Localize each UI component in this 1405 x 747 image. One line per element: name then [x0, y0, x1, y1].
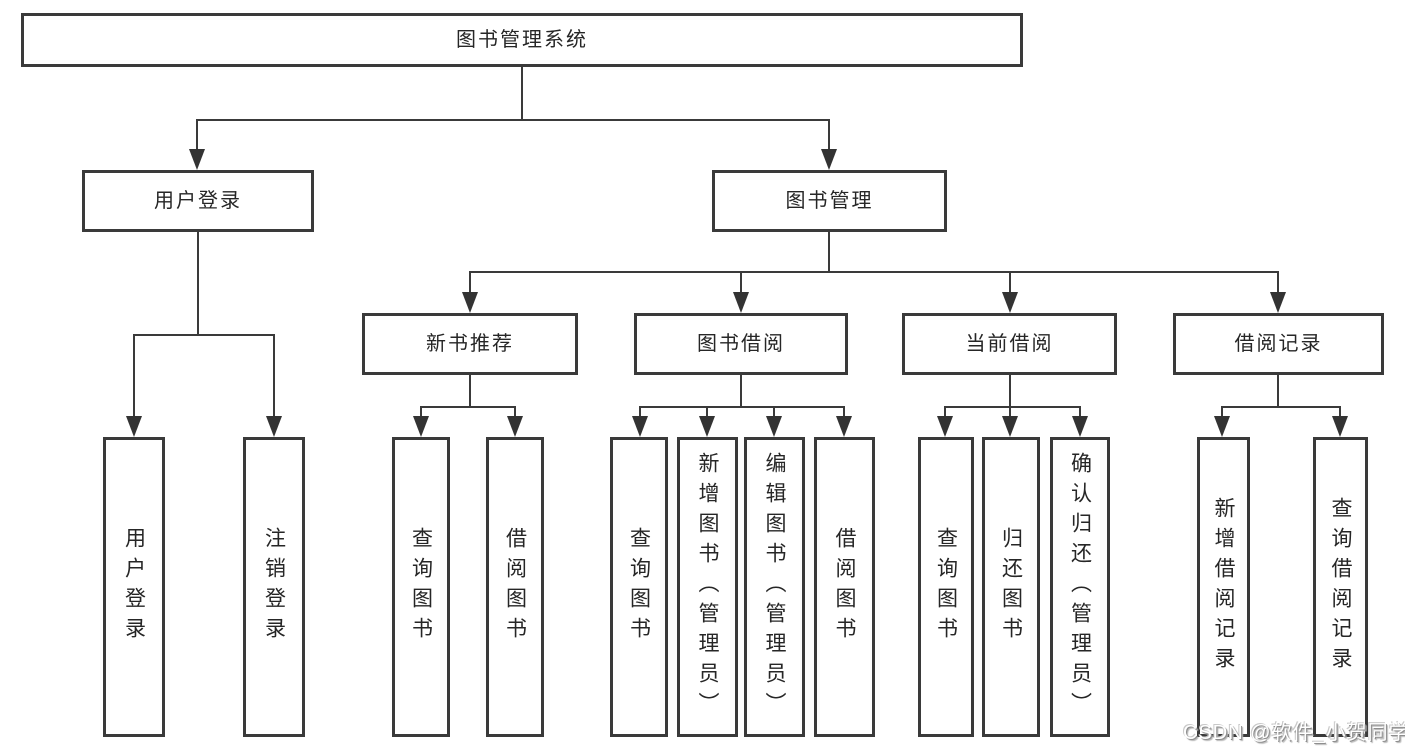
connector-line: [197, 119, 830, 121]
node-book-borrowing: 图书借阅: [634, 313, 848, 375]
arrowhead-icon: [1214, 416, 1230, 437]
connector-line: [740, 375, 742, 408]
node-leaf-borrow-books-2-label: 借阅图书: [833, 527, 856, 647]
arrowhead-icon: [836, 416, 852, 437]
node-borrowing-records: 借阅记录: [1173, 313, 1384, 375]
node-root: 图书管理系统: [21, 13, 1023, 67]
connector-line: [1009, 271, 1011, 295]
connector-line: [1277, 375, 1279, 408]
node-user-login: 用户登录: [82, 170, 314, 232]
connector-line: [1079, 406, 1081, 418]
node-root-label: 图书管理系统: [456, 29, 588, 51]
connector-line: [639, 406, 845, 408]
node-leaf-logout-label: 注销登录: [262, 527, 286, 647]
node-book-management-label: 图书管理: [785, 190, 874, 212]
node-leaf-add-borrow-record: 新增借阅记录: [1197, 437, 1250, 737]
arrowhead-icon: [266, 416, 282, 437]
node-leaf-logout: 注销登录: [243, 437, 305, 737]
connector-line: [521, 66, 523, 120]
arrowhead-icon: [1002, 416, 1018, 437]
node-new-book-recommend-label: 新书推荐: [426, 333, 514, 355]
connector-line: [828, 119, 830, 152]
node-leaf-query-books-3-label: 查询图书: [934, 527, 958, 647]
connector-line: [469, 271, 1279, 273]
connector-line: [740, 271, 742, 295]
node-leaf-return-books-label: 归还图书: [999, 527, 1023, 647]
connector-line: [133, 334, 274, 336]
connector-line: [1339, 406, 1341, 418]
arrowhead-icon: [1002, 292, 1018, 313]
arrowhead-icon: [462, 292, 478, 313]
node-leaf-return-books: 归还图书: [982, 437, 1040, 737]
node-leaf-query-borrow-record-label: 查询借阅记录: [1329, 497, 1352, 677]
arrowhead-icon: [733, 292, 749, 313]
node-leaf-edit-books-admin-label: 编辑图书（管理员）: [763, 452, 786, 722]
connector-line: [273, 334, 275, 418]
node-new-book-recommend: 新书推荐: [362, 313, 578, 375]
node-leaf-user-login: 用户登录: [103, 437, 165, 737]
arrowhead-icon: [1072, 416, 1088, 437]
arrowhead-icon: [821, 149, 837, 170]
connector-line: [1221, 406, 1223, 418]
node-leaf-borrow-books-1-label: 借阅图书: [503, 527, 527, 647]
connector-line: [944, 406, 1081, 408]
node-book-management: 图书管理: [712, 170, 947, 232]
connector-line: [1009, 375, 1011, 408]
connector-line: [420, 406, 422, 418]
connector-line: [514, 406, 516, 418]
arrowhead-icon: [766, 416, 782, 437]
connector-line: [706, 406, 708, 418]
node-book-borrowing-label: 图书借阅: [697, 333, 785, 355]
connector-line: [843, 406, 845, 418]
node-leaf-borrow-books-1: 借阅图书: [486, 437, 544, 737]
node-leaf-add-borrow-record-label: 新增借阅记录: [1212, 497, 1235, 677]
arrowhead-icon: [1332, 416, 1348, 437]
connector-line: [1009, 406, 1011, 418]
arrowhead-icon: [189, 149, 205, 170]
node-leaf-query-books-3: 查询图书: [918, 437, 974, 737]
node-leaf-query-books-1-label: 查询图书: [409, 527, 433, 647]
arrowhead-icon: [413, 416, 429, 437]
node-leaf-borrow-books-2: 借阅图书: [814, 437, 875, 737]
connector-line: [469, 375, 471, 408]
connector-line: [197, 232, 199, 336]
node-current-borrowing-label: 当前借阅: [965, 333, 1054, 355]
arrowhead-icon: [1270, 292, 1286, 313]
node-user-login-label: 用户登录: [154, 190, 242, 212]
node-leaf-confirm-return-admin-label: 确认归还（管理员）: [1068, 452, 1092, 722]
node-leaf-query-books-2-label: 查询图书: [627, 527, 651, 647]
node-leaf-add-books-admin: 新增图书（管理员）: [677, 437, 738, 737]
arrowhead-icon: [507, 416, 523, 437]
node-leaf-query-books-2: 查询图书: [610, 437, 668, 737]
node-leaf-query-books-1: 查询图书: [392, 437, 450, 737]
arrowhead-icon: [126, 416, 142, 437]
connector-line: [1277, 271, 1279, 295]
node-current-borrowing: 当前借阅: [902, 313, 1117, 375]
connector-line: [196, 119, 198, 152]
arrowhead-icon: [632, 416, 648, 437]
node-leaf-add-books-admin-label: 新增图书（管理员）: [696, 452, 719, 722]
connector-line: [828, 232, 830, 273]
connector-line: [639, 406, 641, 418]
connector-line: [133, 334, 135, 418]
arrowhead-icon: [699, 416, 715, 437]
node-leaf-edit-books-admin: 编辑图书（管理员）: [744, 437, 805, 737]
node-borrowing-records-label: 借阅记录: [1234, 333, 1323, 355]
connector-line: [773, 406, 775, 418]
connector-line: [469, 271, 471, 295]
node-leaf-query-borrow-record: 查询借阅记录: [1313, 437, 1368, 737]
connector-line: [1221, 406, 1341, 408]
connector-line: [944, 406, 946, 418]
node-leaf-confirm-return-admin: 确认归还（管理员）: [1050, 437, 1110, 737]
connector-line: [420, 406, 516, 408]
arrowhead-icon: [937, 416, 953, 437]
node-leaf-user-login-label: 用户登录: [122, 527, 146, 647]
csdn-watermark: CSDN @软件_小贺同学: [1183, 722, 1405, 744]
